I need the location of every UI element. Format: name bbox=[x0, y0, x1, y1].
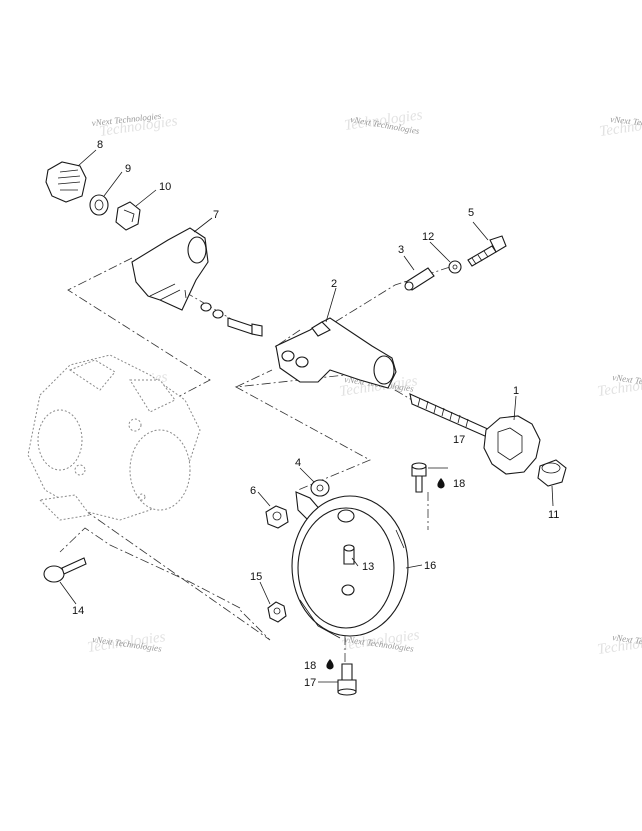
part-17-screw-top[interactable] bbox=[411, 462, 427, 493]
callout-18-bottom: 18 bbox=[304, 660, 316, 672]
part-4-washer[interactable] bbox=[310, 479, 330, 497]
part-3-pin[interactable] bbox=[404, 267, 435, 291]
callout-14: 14 bbox=[72, 605, 84, 617]
part-2-housing[interactable] bbox=[275, 317, 397, 389]
callout-12: 12 bbox=[422, 231, 434, 243]
drop-icon bbox=[326, 659, 334, 670]
assembly-line bbox=[235, 369, 273, 388]
part-15-nut[interactable] bbox=[267, 601, 287, 623]
callout-13: 13 bbox=[362, 561, 374, 573]
callout-4: 4 bbox=[295, 457, 301, 469]
callout-2: 2 bbox=[331, 278, 337, 290]
assembly-line bbox=[59, 527, 241, 609]
callout-labels: 8 9 10 7 5 12 3 2 1 17 18 4 6 11 13 16 1… bbox=[72, 139, 559, 689]
callout-1: 1 bbox=[513, 385, 519, 397]
callout-15: 15 bbox=[250, 571, 262, 583]
part-13-stud[interactable] bbox=[343, 544, 355, 565]
callout-10: 10 bbox=[159, 181, 171, 193]
part-1-adjustment-knob[interactable] bbox=[409, 393, 541, 475]
callout-5: 5 bbox=[468, 207, 474, 219]
part-10-clip[interactable] bbox=[115, 201, 141, 231]
part-5-bolt[interactable] bbox=[467, 235, 507, 267]
callout-11: 11 bbox=[548, 509, 559, 521]
assembly-line bbox=[394, 389, 413, 401]
part-16-ring-bracket[interactable] bbox=[291, 491, 409, 639]
part-12-washer[interactable] bbox=[448, 260, 462, 274]
callout-9: 9 bbox=[125, 163, 131, 175]
assembly-line bbox=[69, 499, 271, 641]
part-17-screw-bottom[interactable] bbox=[337, 663, 357, 696]
callout-8: 8 bbox=[97, 139, 103, 151]
leader-lines bbox=[59, 149, 554, 683]
callout-6: 6 bbox=[250, 485, 256, 497]
part-14-screw[interactable] bbox=[43, 557, 87, 583]
bracket-washers-bolt[interactable] bbox=[200, 302, 263, 337]
part-7-bracket[interactable] bbox=[131, 227, 209, 311]
callout-16: 16 bbox=[424, 560, 436, 572]
part-6-nut[interactable] bbox=[265, 505, 289, 529]
callout-17-top: 17 bbox=[453, 434, 465, 446]
drop-icon bbox=[437, 478, 445, 489]
callout-18-top: 18 bbox=[453, 478, 465, 490]
callout-7: 7 bbox=[213, 209, 219, 221]
pump-housing-ghost bbox=[27, 354, 201, 521]
part-11-cap[interactable] bbox=[537, 459, 567, 487]
part-8-threaded-plug[interactable] bbox=[45, 161, 87, 203]
callout-17-bottom: 17 bbox=[304, 677, 316, 689]
callout-3: 3 bbox=[398, 244, 404, 256]
part-9-bushing[interactable] bbox=[89, 194, 109, 216]
